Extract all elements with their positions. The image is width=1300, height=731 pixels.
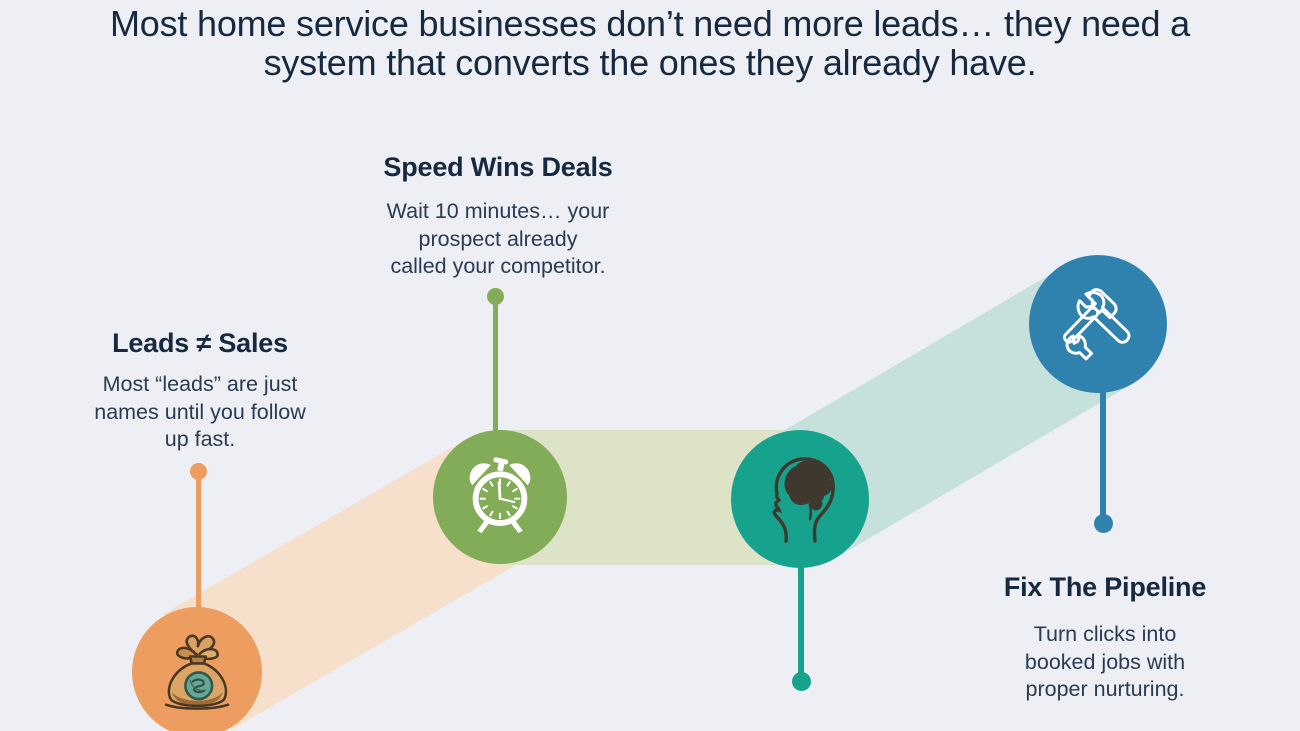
step-heading-speed: Speed Wins Deals — [383, 152, 613, 182]
stem-brain — [798, 555, 804, 682]
stem-dot-speed — [487, 288, 504, 305]
step-heading-leads: Leads ≠ Sales — [112, 328, 288, 358]
stem-pipeline — [1100, 380, 1106, 525]
stem-leads — [196, 471, 201, 641]
step-heading-pipeline: Fix The Pipeline — [1003, 572, 1207, 602]
hammer-wrench-icon — [1052, 278, 1144, 370]
step-circle-speed — [433, 430, 567, 564]
page-title: Most home service businesses don’t need … — [0, 3, 1300, 84]
step-circle-brain — [731, 430, 869, 568]
step-body-leads: Most “leads” are just names until you fo… — [94, 372, 306, 452]
step-body-speed: Wait 10 minutes… your prospect already c… — [386, 199, 610, 279]
stem-dot-leads — [190, 463, 207, 480]
step-circle-leads — [132, 607, 262, 731]
stem-dot-pipeline — [1094, 514, 1113, 533]
brain-head-icon — [750, 449, 850, 549]
page-title-text: Most home service businesses don’t need … — [109, 3, 1190, 84]
alarm-clock-icon — [458, 455, 542, 539]
step-circle-pipeline — [1029, 255, 1167, 393]
step-body-pipeline: Turn clicks into booked jobs with proper… — [1024, 622, 1186, 702]
money-bag-icon — [154, 629, 240, 715]
stem-speed — [493, 296, 498, 451]
stem-dot-brain — [792, 672, 811, 691]
